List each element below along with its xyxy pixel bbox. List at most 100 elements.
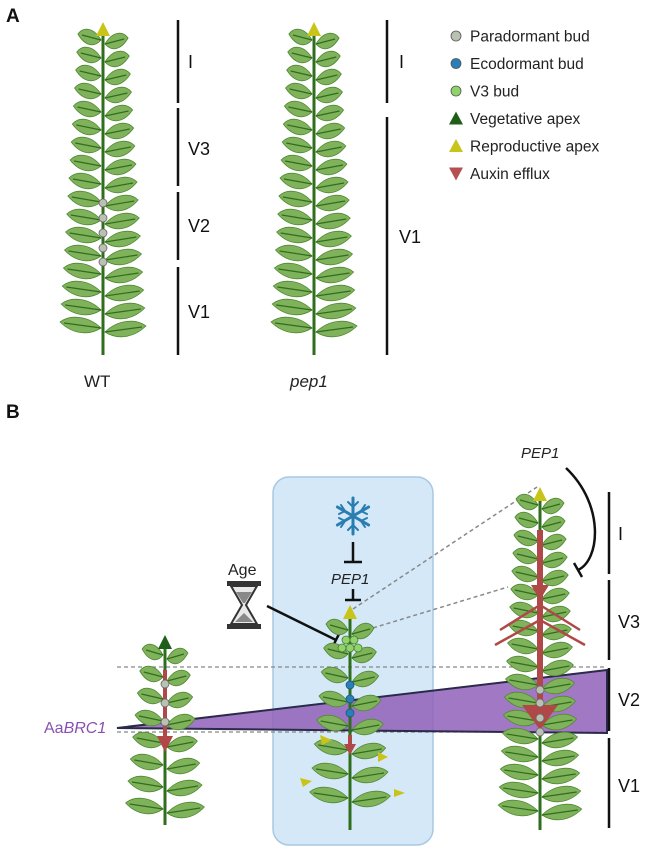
pep1-leaf xyxy=(315,32,340,50)
legend-item: Reproductive apex xyxy=(449,139,599,156)
pep1-curve xyxy=(565,467,597,572)
b-middle-leaf xyxy=(325,618,349,636)
b-segment-v1: V1 xyxy=(618,776,640,796)
pep1-inhibits-apex xyxy=(345,589,361,602)
b-segment-v2: V2 xyxy=(618,690,640,710)
wt-leaf xyxy=(61,280,102,298)
b-left-leaf xyxy=(166,691,194,709)
wt-leaf xyxy=(70,136,102,154)
wt-leaf xyxy=(65,226,102,244)
b-right-leaf xyxy=(507,637,539,655)
pep1-leaf xyxy=(315,176,349,194)
b-right-leaf xyxy=(510,583,539,601)
b-middle-leaf xyxy=(318,690,349,708)
b-right-leaf xyxy=(541,767,581,785)
pep1-leaf xyxy=(315,212,351,230)
b-right-leaf xyxy=(499,763,539,781)
wt-leaf xyxy=(76,46,102,64)
wt-leaf xyxy=(104,248,143,266)
b-right-leaf xyxy=(511,565,539,583)
pep1-leaf xyxy=(280,154,313,172)
b-middle-leaf xyxy=(351,742,387,760)
b-right-leaf xyxy=(541,533,567,551)
b-segment-v3: V3 xyxy=(618,612,640,632)
pep1-leaf xyxy=(315,284,356,302)
pep1-leaf xyxy=(279,172,313,190)
pep1-leaf xyxy=(315,302,357,320)
b-left-vegetative-apex xyxy=(158,635,172,649)
wt-segment-i: I xyxy=(188,52,193,72)
b-right-leaf xyxy=(514,511,539,529)
b-left-leaf xyxy=(166,669,191,687)
pep1-top-label: PEP1 xyxy=(521,445,559,462)
pep1-leaf xyxy=(271,298,313,316)
b-right-leaf xyxy=(497,799,539,817)
wt-leaf xyxy=(66,208,102,226)
wt-reproductive-apex xyxy=(96,22,110,36)
b-left-leaf xyxy=(125,797,164,815)
b-right-leaf xyxy=(541,731,579,749)
wt-leaf xyxy=(104,302,146,320)
wt-leaf xyxy=(104,320,147,338)
b-middle-leaf xyxy=(320,666,349,684)
b-left-leaf xyxy=(166,779,203,797)
wt-leaf xyxy=(74,82,102,100)
pep1-segment-i: I xyxy=(399,52,404,72)
wt-leaf xyxy=(60,298,102,316)
b-right-leaf xyxy=(515,493,539,511)
b-left-plant xyxy=(125,635,205,825)
b-right-leaf xyxy=(541,623,572,641)
panel-label-a: A xyxy=(6,6,20,27)
b-right-leaf xyxy=(506,655,539,673)
b-left-leaf xyxy=(129,753,164,771)
b-middle-plant xyxy=(300,605,405,830)
pep1-leaf xyxy=(286,64,313,82)
pep1-leaf xyxy=(315,50,341,68)
legend-label: Paradormant bud xyxy=(470,29,590,46)
b-left-leaf xyxy=(141,643,164,661)
pep1-leaf xyxy=(282,118,313,136)
legend-symbol xyxy=(449,139,463,152)
legend-symbol xyxy=(449,111,463,125)
b-right-leaf xyxy=(503,691,539,709)
wt-leaf xyxy=(104,140,136,158)
wt-leaf xyxy=(104,284,145,302)
b-right-leaf xyxy=(513,529,539,547)
pep1-leaf xyxy=(315,266,355,284)
b-middle-leaf xyxy=(351,718,384,736)
b-right-leaf xyxy=(541,497,565,515)
legend-symbol xyxy=(450,58,462,69)
b-segment-i: I xyxy=(618,524,623,544)
b-left-leaf xyxy=(134,709,164,727)
pep1-leaf xyxy=(272,280,313,298)
wt-leaf xyxy=(75,64,102,82)
pep1-leaf xyxy=(315,158,348,176)
wt-leaf xyxy=(104,86,132,104)
b-right-leaf xyxy=(498,781,539,799)
wt-segment-v2: V2 xyxy=(188,216,210,236)
b-left-auxin-arrow xyxy=(157,736,173,752)
age-label: Age xyxy=(228,562,257,579)
pep1-leaf xyxy=(315,104,345,122)
wt-segment-v1: V1 xyxy=(188,302,210,322)
b-left-leaf xyxy=(132,731,164,749)
legend-symbol xyxy=(450,30,462,42)
legend-item: Ecodormant bud xyxy=(450,56,584,73)
wt-leaf xyxy=(71,118,102,136)
pep1-leaf xyxy=(315,86,343,104)
wt-leaf xyxy=(62,262,102,280)
pep1-leaf xyxy=(315,122,346,140)
b-left-leaf xyxy=(136,687,164,705)
b-right-leaf xyxy=(501,727,539,745)
b-right-leaf xyxy=(541,713,578,731)
pep1-leaf xyxy=(315,68,342,86)
wt-leaf xyxy=(104,158,137,176)
legend-symbol xyxy=(450,85,462,97)
b-right-leaf xyxy=(541,641,573,659)
b-left-leaf xyxy=(127,775,164,793)
b-right-leaf xyxy=(541,785,582,803)
b-left-leaf xyxy=(166,757,201,775)
wt-buds xyxy=(98,198,108,267)
pep1-leaf xyxy=(273,262,313,280)
pep1-plant xyxy=(270,22,358,355)
